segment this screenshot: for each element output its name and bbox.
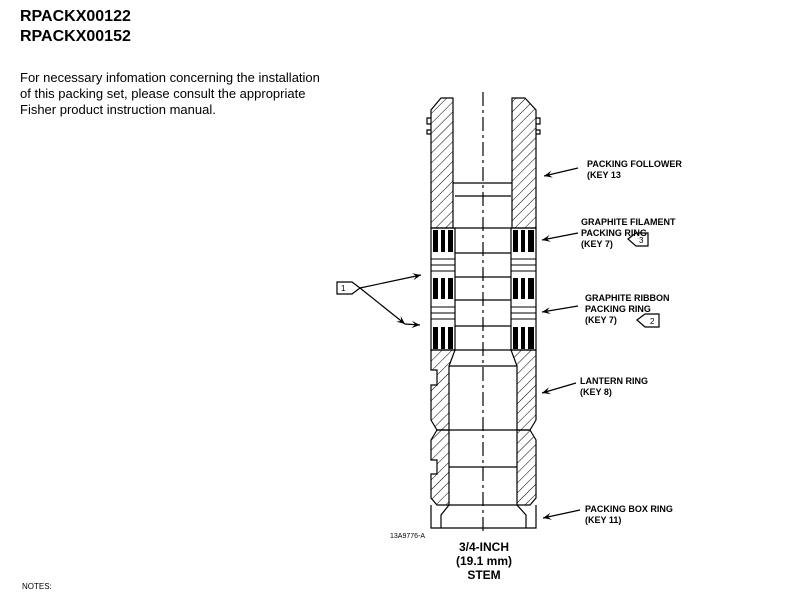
- callout-line: (KEY 7): [585, 315, 617, 325]
- ring-fill: [433, 230, 534, 349]
- callout-line: PACKING RING: [585, 304, 651, 314]
- callout-line: PACKING FOLLOWER: [587, 159, 682, 169]
- note-1-label: 1: [341, 284, 346, 293]
- note-flag-1: [336, 281, 361, 295]
- intro-line: Fisher product instruction manual.: [20, 102, 216, 117]
- callout-packing-follower: PACKING FOLLOWER (KEY 13: [587, 159, 682, 181]
- callout-line: (KEY 8): [580, 387, 612, 397]
- part-number-1: RPACKX00122: [20, 8, 131, 25]
- caption-line: STEM: [467, 568, 501, 582]
- caption-line: 3/4-INCH: [458, 540, 509, 554]
- note-flag-2: [636, 313, 660, 328]
- callout-line: LANTERN RING: [580, 376, 648, 386]
- callout-packing-box-ring: PACKING BOX RING (KEY 11): [585, 504, 673, 526]
- intro-line: of this packing set, please consult the …: [20, 86, 306, 101]
- packing-box-ring: [430, 429, 537, 529]
- callout-line: (KEY 13: [587, 170, 621, 180]
- callout-line: PACKING BOX RING: [585, 504, 673, 514]
- note-3-label: 3: [639, 236, 644, 245]
- packing-follower: [426, 97, 541, 229]
- callout-line: GRAPHITE FILAMENT: [581, 217, 676, 227]
- callout-graphite-filament: GRAPHITE FILAMENT PACKING RING (KEY 7): [581, 217, 676, 250]
- callout-line: GRAPHITE RIBBON: [585, 293, 670, 303]
- callout-line: PACKING RING: [581, 228, 647, 238]
- callout-lantern-ring: LANTERN RING (KEY 8): [580, 376, 648, 398]
- drawing-number: 13A9776-A: [390, 533, 426, 540]
- caption-line: (19.1 mm): [455, 554, 513, 568]
- callout-line: (KEY 7): [581, 239, 613, 249]
- callout-graphite-ribbon: GRAPHITE RIBBON PACKING RING (KEY 7): [585, 293, 670, 326]
- part-number-2: RPACKX00152: [20, 28, 131, 45]
- ribbon-stripes: [431, 258, 536, 320]
- intro-line: For necessary infomation concerning the …: [20, 70, 320, 85]
- lantern-ring: [430, 349, 537, 431]
- note-flag-3: [627, 232, 649, 247]
- notes-label: NOTES:: [22, 582, 52, 591]
- intro-text: For necessary infomation concerning the …: [20, 70, 380, 118]
- diagram-caption: 3/4-INCH (19.1 mm) STEM: [442, 540, 526, 582]
- callout-line: (KEY 11): [585, 515, 622, 525]
- note-2-label: 2: [650, 317, 655, 326]
